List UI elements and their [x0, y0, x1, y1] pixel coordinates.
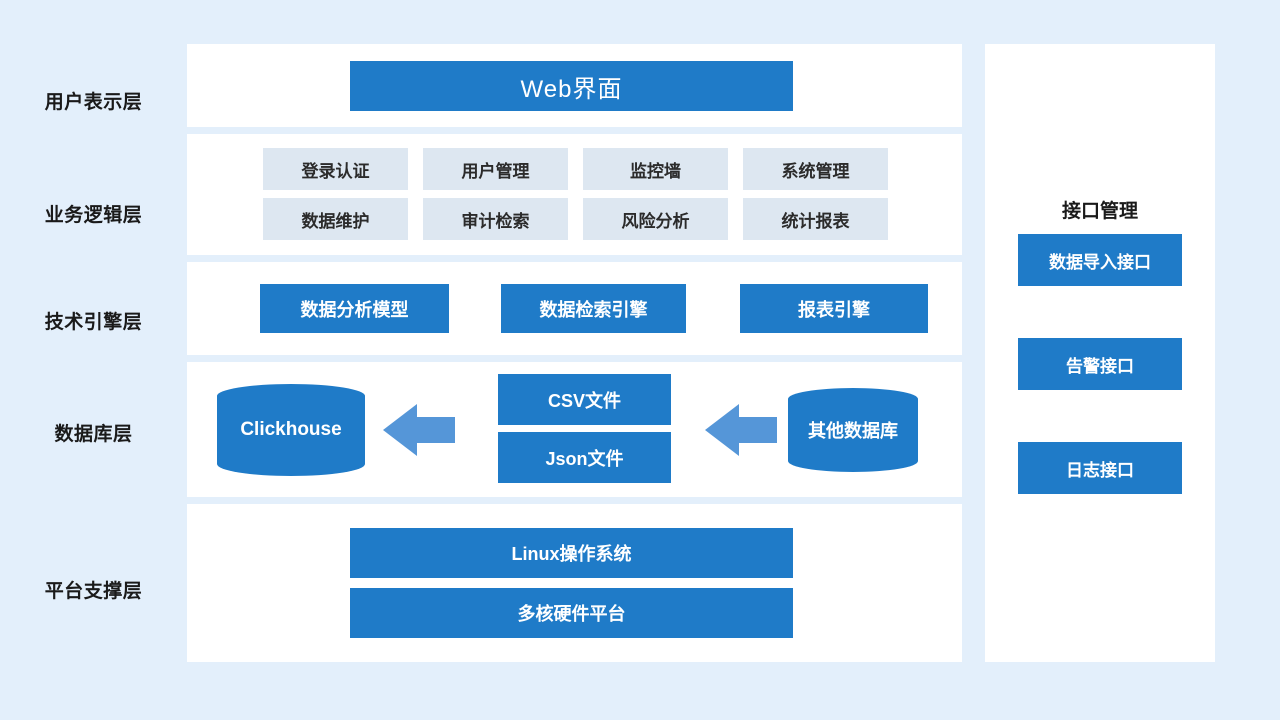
engine-box-data-search-engine[interactable]: 数据检索引擎 [501, 284, 686, 333]
engine-box-data-analysis-model[interactable]: 数据分析模型 [260, 284, 449, 333]
json-file-box[interactable]: Json文件 [498, 432, 671, 483]
web-interface-box[interactable]: Web界面 [350, 61, 793, 111]
business-chip-system-mgmt[interactable]: 系统管理 [743, 148, 888, 190]
business-chip-login-auth[interactable]: 登录认证 [263, 148, 408, 190]
clickhouse-cylinder[interactable]: Clickhouse [217, 384, 365, 476]
business-chip-user-mgmt[interactable]: 用户管理 [423, 148, 568, 190]
business-chip-stat-report[interactable]: 统计报表 [743, 198, 888, 240]
clickhouse-label: Clickhouse [240, 419, 342, 440]
presentation-layer-panel: Web界面 [187, 44, 962, 127]
business-chip-monitor-wall[interactable]: 监控墙 [583, 148, 728, 190]
layer-label-engine: 技术引擎层 [44, 312, 143, 333]
layer-label-business: 业务逻辑层 [44, 205, 143, 226]
interface-box-log[interactable]: 日志接口 [1018, 442, 1182, 494]
cylinder-body [217, 396, 365, 464]
arrow-head [383, 404, 417, 456]
business-chip-risk-analysis[interactable]: 风险分析 [583, 198, 728, 240]
layer-label-platform: 平台支撑层 [44, 581, 143, 602]
arrow-head [705, 404, 739, 456]
engine-layer-panel: 数据分析模型 数据检索引擎 报表引擎 [187, 262, 962, 355]
cylinder-body [788, 399, 918, 461]
other-database-cylinder[interactable]: 其他数据库 [788, 388, 918, 472]
left-arrow-icon-to-clickhouse [383, 404, 455, 456]
layer-label-database: 数据库层 [54, 424, 133, 445]
multicore-hardware-box[interactable]: 多核硬件平台 [350, 588, 793, 638]
linux-os-box[interactable]: Linux操作系统 [350, 528, 793, 578]
database-layer-panel: Clickhouse CSV文件 Json文件 其他数据库 [187, 362, 962, 497]
interface-box-alarm[interactable]: 告警接口 [1018, 338, 1182, 390]
arrow-shaft [415, 417, 455, 443]
interface-management-title: 接口管理 [1061, 201, 1138, 222]
business-chip-audit-search[interactable]: 审计检索 [423, 198, 568, 240]
layer-label-presentation: 用户表示层 [44, 92, 143, 113]
csv-file-box[interactable]: CSV文件 [498, 374, 671, 425]
arrow-shaft [737, 417, 777, 443]
left-arrow-icon-to-files [705, 404, 777, 456]
other-database-label: 其他数据库 [808, 421, 898, 441]
business-layer-panel: 登录认证 用户管理 监控墙 系统管理 数据维护 审计检索 风险分析 统计报表 [187, 134, 962, 255]
engine-box-report-engine[interactable]: 报表引擎 [740, 284, 928, 333]
interface-management-panel: 接口管理 数据导入接口 告警接口 日志接口 [985, 44, 1215, 662]
interface-box-data-import[interactable]: 数据导入接口 [1018, 234, 1182, 286]
business-chip-data-maint[interactable]: 数据维护 [263, 198, 408, 240]
platform-layer-panel: Linux操作系统 多核硬件平台 [187, 504, 962, 662]
